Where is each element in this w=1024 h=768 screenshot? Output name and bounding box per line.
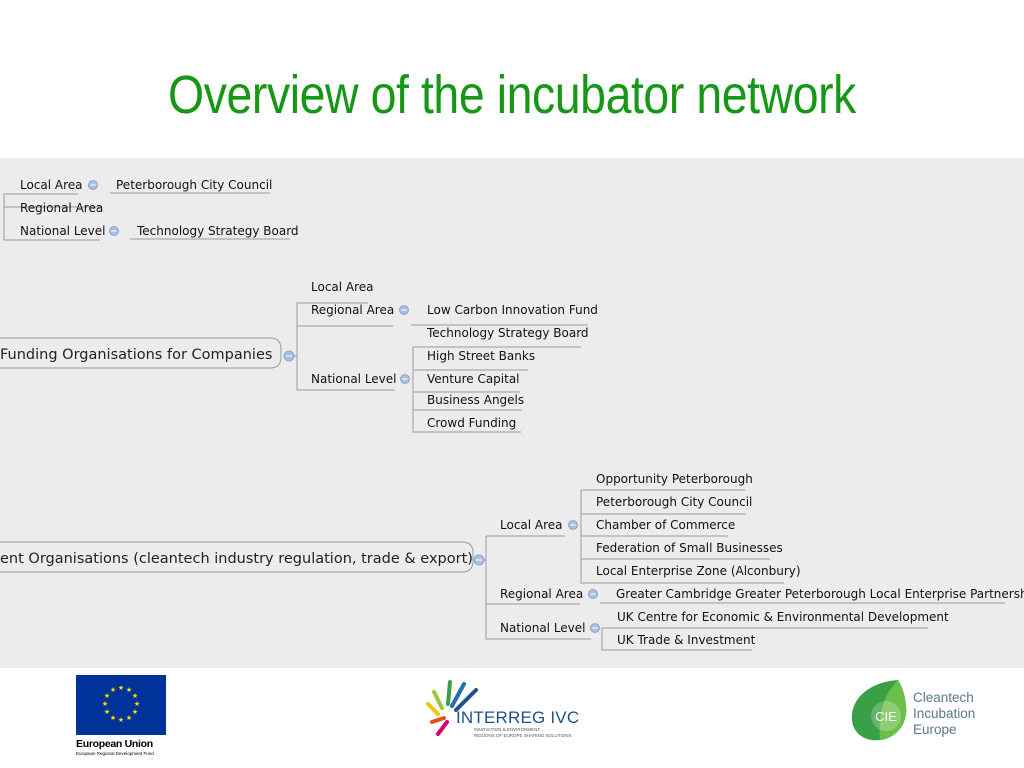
mindmap-canvas[interactable]: Local Area Peterborough City Council Reg… <box>0 158 1024 668</box>
svg-text:★: ★ <box>118 684 124 692</box>
mindmap-connectors <box>0 180 1005 651</box>
g2-national-item: Technology Strategy Board <box>427 326 589 340</box>
svg-text:★: ★ <box>102 700 108 708</box>
g3-local-item: Local Enterprise Zone (Alconbury) <box>596 564 801 578</box>
g1-local-area: Local Area <box>20 178 83 192</box>
g2-regional-area: Regional Area <box>311 303 395 317</box>
g3-local-item: Federation of Small Businesses <box>596 541 783 555</box>
slide-title: Overview of the incubator network <box>168 65 856 125</box>
cie-leaf-icon: CIE <box>851 680 907 741</box>
cie-line3: Europe <box>913 722 957 737</box>
svg-text:★: ★ <box>134 700 140 708</box>
g3-regional-area: Regional Area <box>500 587 584 601</box>
g3-local-item: Peterborough City Council <box>596 495 753 509</box>
g2-low-carbon-innovation-fund: Low Carbon Innovation Fund <box>427 303 598 317</box>
eu-stars-icon: ★★★ ★★★ ★★★ ★★★ <box>102 684 140 724</box>
g2-national-item: Crowd Funding <box>427 416 517 430</box>
svg-text:★: ★ <box>104 692 110 700</box>
g3-national-item: UK Trade & Investment <box>617 633 756 647</box>
svg-text:★: ★ <box>110 686 116 694</box>
cie-badge-text: CIE <box>875 709 897 724</box>
g2-national-item: Venture Capital <box>427 372 520 386</box>
cie-name: Cleantech Incubation Europe <box>913 690 975 738</box>
g1-peterborough-city-council: Peterborough City Council <box>116 178 273 192</box>
g3-national-level: National Level <box>500 621 586 635</box>
eu-subtitle: European Regional Development Fund <box>76 751 154 756</box>
eu-name: European Union <box>76 738 153 750</box>
g3-local-item: Chamber of Commerce <box>596 518 736 532</box>
svg-text:★: ★ <box>126 714 132 722</box>
cie-line2: Incubation <box>913 706 976 721</box>
interreg-tagline: INNOVATION & ENVIRONMENT REGIONS OF EURO… <box>474 727 572 739</box>
svg-text:★: ★ <box>132 692 138 700</box>
g3-local-item: Opportunity Peterborough <box>596 472 753 486</box>
eu-flag-logo: ★★★ ★★★ ★★★ ★★★ <box>76 675 166 735</box>
g2-national-item: Business Angels <box>427 393 525 407</box>
cie-line1: Cleantech <box>913 690 974 705</box>
svg-text:★: ★ <box>118 716 124 724</box>
g2-local-area: Local Area <box>311 280 374 294</box>
g1-technology-strategy-board: Technology Strategy Board <box>137 224 299 238</box>
svg-text:★: ★ <box>104 708 110 716</box>
svg-text:★: ★ <box>126 686 132 694</box>
svg-text:★: ★ <box>132 708 138 716</box>
interreg-tagline-line2: REGIONS OF EUROPE SHARING SOLUTIONS <box>474 733 572 738</box>
interreg-swoosh-icon <box>426 680 478 736</box>
svg-text:★: ★ <box>110 714 116 722</box>
g1-national-level: National Level <box>20 224 106 238</box>
interreg-name: INTERREG IVC <box>456 708 580 727</box>
g2-central-topic[interactable]: Funding Organisations for Companies <box>0 347 273 363</box>
g3-regional-item: Greater Cambridge Greater Peterborough L… <box>616 587 1024 601</box>
g3-local-area: Local Area <box>500 518 563 532</box>
g3-central-topic[interactable]: ent Organisations (cleantech industry re… <box>0 551 473 567</box>
g1-regional-area: Regional Area <box>20 201 104 215</box>
g3-national-item: UK Centre for Economic & Environmental D… <box>617 610 949 624</box>
g2-national-level: National Level <box>311 372 397 386</box>
g2-national-item: High Street Banks <box>427 349 536 363</box>
interreg-tagline-line1: INNOVATION & ENVIRONMENT <box>474 727 541 732</box>
